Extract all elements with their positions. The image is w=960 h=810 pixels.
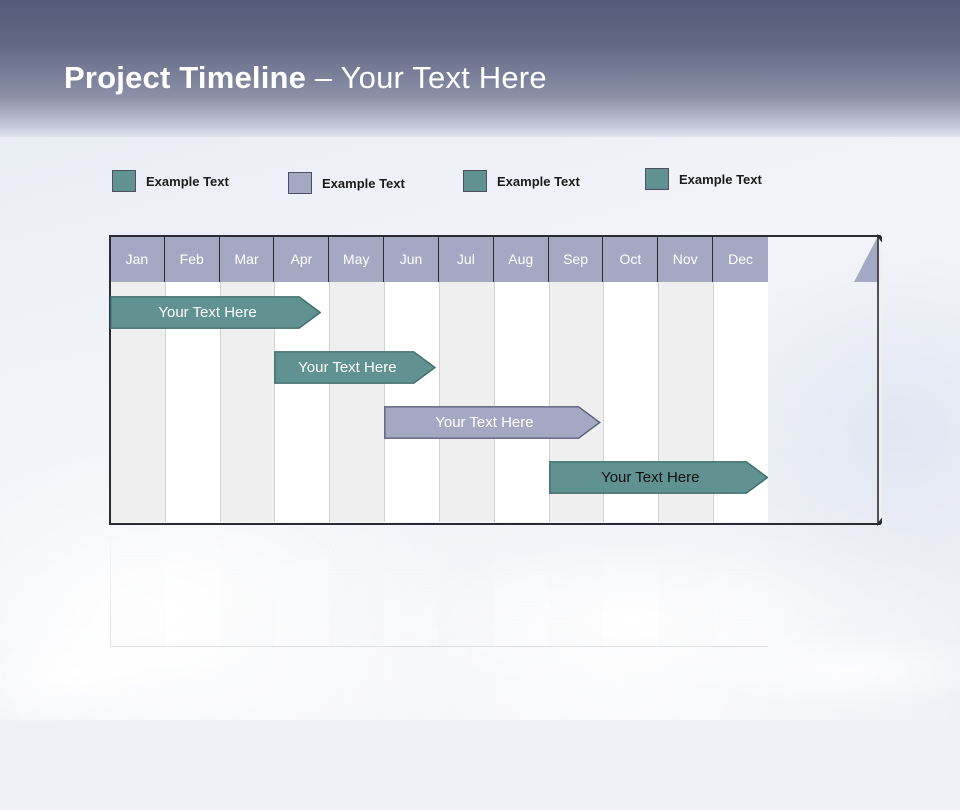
month-header-may[interactable]: May <box>329 236 385 282</box>
legend-item-4: Example Text <box>645 168 762 190</box>
legend-swatch-icon <box>463 170 487 192</box>
legend-swatch-icon <box>645 168 669 190</box>
bar-arrow-shape <box>548 461 768 494</box>
month-header-jul[interactable]: Jul <box>438 236 494 282</box>
bar-shape <box>110 296 322 329</box>
month-header-apr[interactable]: Apr <box>274 236 330 282</box>
timeline-bar-1[interactable]: Your Text Here <box>110 296 322 329</box>
bar-shape <box>384 406 601 439</box>
month-header-jun[interactable]: Jun <box>384 236 439 282</box>
month-header-dec[interactable]: Dec <box>713 236 768 282</box>
month-header-sep[interactable]: Sep <box>548 236 604 282</box>
column-divider <box>329 259 331 522</box>
bar-arrow-shape <box>384 406 601 439</box>
page-title-bold: Project Timeline <box>64 60 307 95</box>
column-divider <box>493 259 495 522</box>
page-title-rest: – Your Text Here <box>306 60 547 95</box>
legend-swatch-icon <box>112 170 136 192</box>
timeline-bar-3[interactable]: Your Text Here <box>384 406 601 439</box>
month-header-mar[interactable]: Mar <box>219 236 275 282</box>
column-divider <box>384 259 386 522</box>
bar-shape <box>274 351 437 384</box>
bar-shape <box>548 461 768 494</box>
month-header-jan[interactable]: Jan <box>110 236 165 282</box>
legend-label: Example Text <box>679 171 762 187</box>
column-divider <box>438 259 440 522</box>
month-header-feb[interactable]: Feb <box>164 236 220 282</box>
arrow-head-header-fill <box>854 236 878 282</box>
bar-arrow-shape <box>110 296 322 329</box>
legend-swatch-icon <box>288 172 312 194</box>
bar-arrow-shape <box>274 351 437 384</box>
month-header-oct[interactable]: Oct <box>603 236 659 282</box>
bar-label: Your Text Here <box>158 304 257 321</box>
timeline-bar-2[interactable]: Your Text Here <box>274 351 437 384</box>
legend-item-2: Example Text <box>288 172 405 194</box>
legend-item-3: Example Text <box>463 170 580 192</box>
bar-label: Your Text Here <box>435 414 534 431</box>
page-title: Project Timeline – Your Text Here <box>64 60 547 96</box>
month-header-aug[interactable]: Aug <box>493 236 549 282</box>
bar-label: Your Text Here <box>601 469 700 486</box>
timeline-bar-4[interactable]: Your Text Here <box>548 461 768 494</box>
legend-label: Example Text <box>497 173 580 189</box>
legend-item-1: Example Text <box>112 170 229 192</box>
legend-label: Example Text <box>322 175 405 191</box>
title-band <box>0 0 960 137</box>
feather-graphic-right <box>330 500 960 760</box>
legend-label: Example Text <box>146 173 229 189</box>
bar-label: Your Text Here <box>298 359 397 376</box>
month-header-nov[interactable]: Nov <box>658 236 714 282</box>
